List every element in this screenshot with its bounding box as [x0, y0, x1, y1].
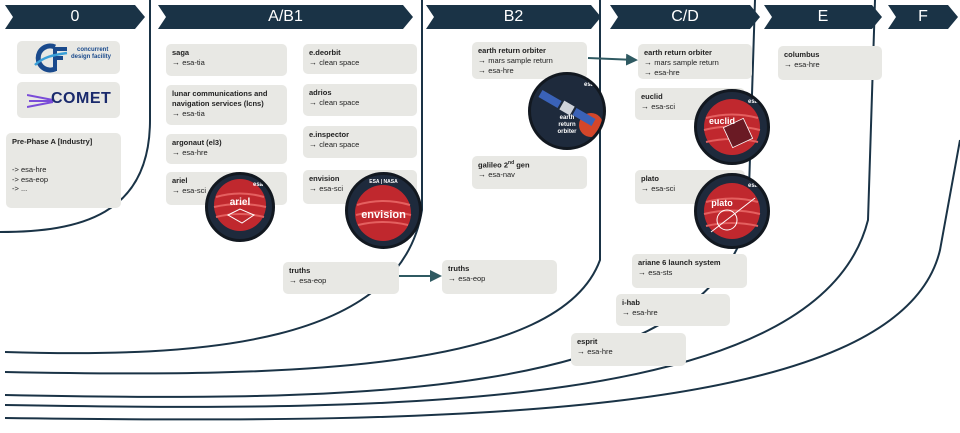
ariel-mission-badge: esa ariel	[205, 172, 275, 242]
venus-planet-icon	[355, 185, 412, 241]
envision-mission-badge: ESA | NASA envision	[345, 172, 422, 249]
prephase-card: Pre-Phase A [Industry] -> esa-hre -> esa…	[6, 133, 121, 208]
comet-tail-icon	[27, 94, 54, 108]
cdf-logo: concurrent design facility	[17, 41, 120, 74]
boundary-f	[4, 139, 960, 421]
euclid-telescope-icon	[703, 99, 761, 155]
card-argonaut: argonaut (el3) esa-hre	[166, 134, 287, 164]
prephase-item: -> ...	[12, 184, 28, 194]
phase-header-e: E	[764, 5, 882, 29]
cdf-logo-mark-icon	[34, 43, 68, 73]
card-truths-b2: truths esa-eop	[442, 260, 557, 294]
card-galileo: galileo 2nd gen esa-nav	[472, 156, 587, 189]
euclid-mission-badge: esa euclid	[694, 89, 770, 165]
plato-mission-badge: esa plato	[694, 173, 770, 249]
boundary-b2	[4, 0, 601, 375]
card-saga: saga esa-tia	[166, 44, 287, 76]
card-adrios: adrios clean space	[303, 84, 417, 116]
phase-header-f: F	[888, 5, 958, 29]
phase-header-c-d: C/D	[610, 5, 760, 29]
phase-header-0: 0	[5, 5, 145, 29]
card-truths-a: truths esa-eop	[283, 262, 399, 294]
comet-logo: COMET	[17, 82, 120, 118]
cdf-logo-line1: concurrent	[77, 47, 109, 53]
ariel-planet-icon	[213, 179, 267, 231]
card-columbus: columbus esa-hre	[778, 46, 882, 80]
card-lcns: lunar communications and navigation serv…	[166, 85, 287, 125]
ero-spacecraft-icon	[538, 90, 603, 137]
card-ero-cd: earth return orbiter mars sample return …	[638, 44, 752, 79]
phase-header-b2: B2	[426, 5, 601, 29]
boundary-e	[4, 0, 876, 408]
card-edeorbit: e.deorbit clean space	[303, 44, 417, 74]
plato-telescope-icon	[703, 183, 761, 239]
card-einspector: e.inspector clean space	[303, 126, 417, 158]
card-ihab: i-hab esa-hre	[616, 294, 730, 326]
boundary-0	[0, 0, 151, 233]
card-esprit: esprit esa-hre	[571, 333, 686, 366]
card-ariane6: ariane 6 launch system esa-sts	[632, 254, 747, 288]
boundary-a	[4, 0, 423, 355]
arrow-ero	[587, 53, 638, 66]
prephase-item: -> esa-eop	[12, 174, 49, 184]
ero-mission-badge: esa earth return orbiter	[528, 72, 606, 150]
phase-header-a-b1: A/B1	[158, 5, 413, 29]
comet-logo-text: COMET	[51, 90, 112, 107]
cdf-logo-line2: design facility	[71, 54, 112, 60]
prephase-item: -> esa-hre	[12, 164, 47, 174]
